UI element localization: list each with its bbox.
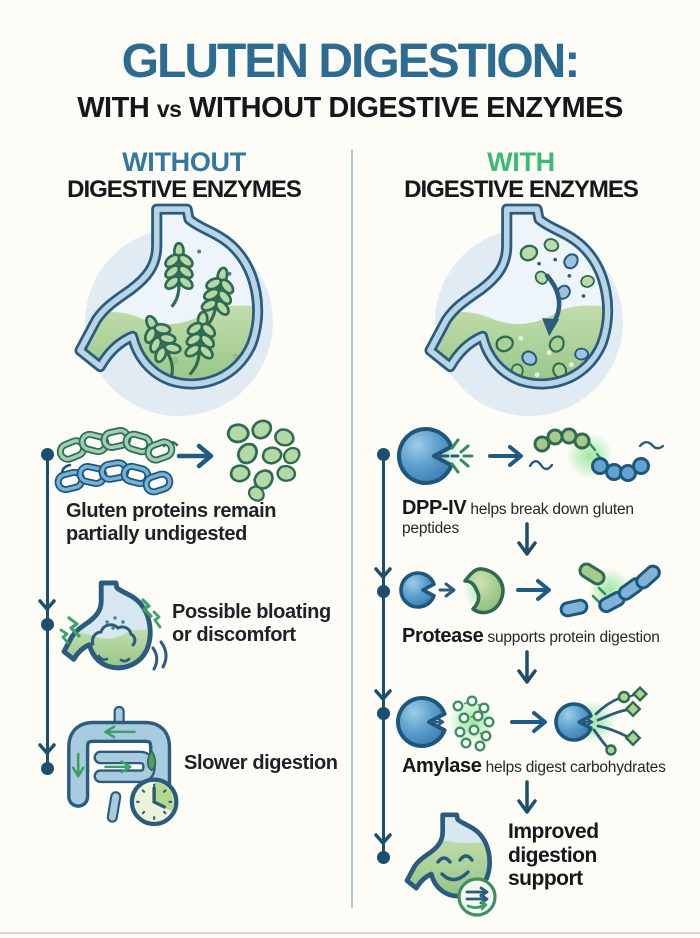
left-heading-rest: DIGESTIVE ENZYMES [67,176,302,204]
timeline-right-arrowhead-3 [374,833,392,845]
left-step-3-line-1: Slower digestion [184,752,338,774]
timeline-right-dot-4 [376,851,390,864]
right-arrow-icon [176,443,214,469]
gluten-chain-icon [54,427,179,496]
right-step-1-label: DPP-IV helps break down gluten peptides [402,497,687,538]
right-column-heading: WITH DIGESTIVE ENZYMES [368,148,674,203]
discomfort-bolt-icon [141,598,153,618]
timeline-right-dot-3 [376,707,390,720]
eye-icon [436,856,452,864]
column-divider [351,150,353,908]
smile-icon [440,870,470,882]
stomach-with-illustration [428,203,623,417]
starch-cluster-icon [452,695,495,752]
happy-stomach-icon [398,810,497,917]
protease-enzyme-icon [399,562,661,618]
left-column-heading: WITHOUT DIGESTIVE ENZYMES [18,148,350,203]
amylase-enzyme-icon [395,685,649,756]
enzyme-name: DPP-IV [402,497,467,519]
dpp-iv-enzyme-icon [394,426,665,486]
timeline-left-dot-3 [40,762,54,775]
left-heading-accent: WITHOUT [122,147,246,177]
subtitle-vs: vs [156,96,182,122]
left-step-1-line-2: partially undigested [66,522,247,545]
left-step-2-label: Possible bloating or discomfort [172,601,331,647]
right-heading-accent: WITH [487,147,555,177]
eye-icon [458,854,474,862]
broken-protein-capsules-icon [559,562,661,618]
timeline-right-dot-2 [376,585,390,598]
left-step-1-line-1: Gluten proteins remain [66,500,277,522]
left-step-2-line-2: or discomfort [172,623,296,646]
left-step-2-line-1: Possible bloating [172,601,331,623]
digestion-badge-icon [457,877,497,917]
enzyme-description: helps digest carbohydrates [485,759,666,776]
timeline-left-arrowhead-1 [38,599,56,611]
outcome-line-2: digestion [508,843,597,867]
flow-down-arrow-2 [517,650,537,684]
page-title: GLUTEN DIGESTION: [121,35,581,88]
chain-teal [56,427,176,464]
timeline-right-dot-1 [376,448,390,461]
right-outcome-label: Improved digestion support [508,820,599,891]
stomach-contents-particles [430,235,608,384]
left-step-3-label: Slower digestion [184,752,338,775]
stomach-without-illustration [78,203,273,417]
outcome-line-3: support [508,867,583,891]
bloat-cloud [91,623,137,647]
bottom-hairline [0,932,700,934]
slow-intestine-icon [67,705,179,827]
gluten-peptide-beads-icon [528,427,665,482]
flow-down-arrow-3 [517,780,537,814]
bloating-stomach-icon [59,578,168,671]
clock-icon [129,777,179,827]
timeline-right-arrowhead-2 [374,689,392,701]
right-step-2-label: Protease supports protein digestion [402,625,687,648]
enzyme-pacman-icon [399,571,436,609]
subtitle-with: WITH [77,92,150,124]
sugar-branches-icon [592,685,649,756]
page-subtitle: WITH vs WITHOUT DIGESTIVE ENZYMES [0,92,700,125]
timeline-left-dot-1 [40,448,54,461]
outcome-line-1: Improved [508,820,599,843]
discomfort-bolt-icon [152,610,162,629]
right-step-3-label: Amylase helps digest carbohydrates [402,755,687,778]
protease-bean-icon [463,567,505,615]
timeline-left-dot-2 [40,618,54,631]
peptide-fragments-icon [224,417,303,505]
discomfort-bolt-icon [59,628,70,645]
discomfort-bolt-icon [67,616,81,638]
timeline-right [381,455,385,858]
enzyme-description: helps break down gluten peptides [402,501,634,537]
timeline-right-arrowhead-1 [374,567,392,579]
chain-blue [54,459,174,496]
enzyme-name: Protease [402,625,484,647]
timeline-left-arrowhead-2 [38,743,56,755]
enzyme-description: supports protein digestion [487,629,660,646]
flow-down-arrow-1 [517,522,537,556]
timeline-left [45,455,49,769]
enzyme-name: Amylase [402,755,482,777]
right-heading-rest: DIGESTIVE ENZYMES [404,176,639,204]
left-step-1-label: Gluten proteins remain partially undiges… [66,500,277,546]
subtitle-rest: WITHOUT DIGESTIVE ENZYMES [189,92,623,124]
droplet-icon [146,748,157,772]
